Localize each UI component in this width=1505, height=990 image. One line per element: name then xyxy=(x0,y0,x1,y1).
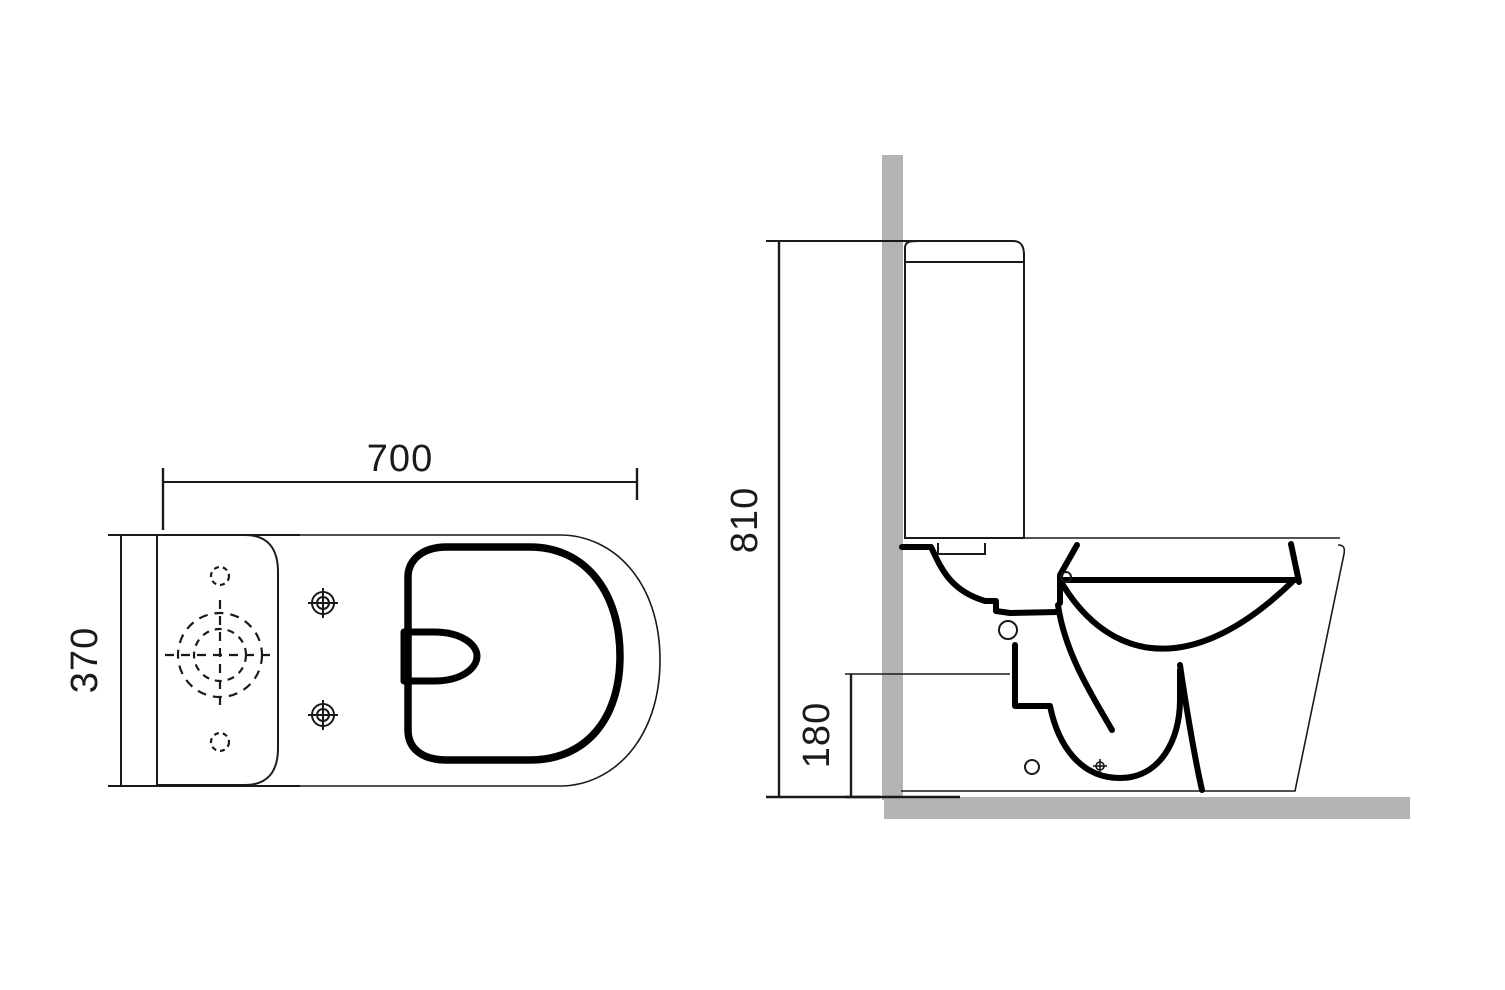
plan-dim-700: 700 xyxy=(161,438,639,530)
trap-profile xyxy=(1012,602,1205,793)
bolt-hole-mark-lower xyxy=(1024,759,1040,775)
center-mark-outlet xyxy=(1093,759,1107,773)
floor-hatch-band xyxy=(884,797,1410,819)
pedestal-outline xyxy=(901,544,1346,792)
top-plan-view: 700 370 xyxy=(64,438,661,787)
pan-outer-outline xyxy=(151,534,661,787)
seat-inner-opening xyxy=(400,628,481,685)
fixing-hole-lower xyxy=(209,731,231,753)
side-elevation-view: 810 180 xyxy=(724,240,1346,799)
elev-dim-810-label: 810 xyxy=(724,487,766,553)
pan-outline xyxy=(899,542,1080,616)
bolt-hole-mark-upper xyxy=(1060,571,1072,583)
bolt-hole-lower xyxy=(308,700,338,730)
elev-dim-180-label: 180 xyxy=(796,702,838,768)
cistern-body xyxy=(904,240,1025,539)
seat-and-lid-profile xyxy=(1057,541,1302,652)
fixing-hole-upper xyxy=(209,565,231,587)
plan-dim-700-label: 700 xyxy=(367,438,433,480)
bolt-hole-upper xyxy=(308,588,338,618)
plan-dim-370: 370 xyxy=(64,534,300,787)
cistern-footprint-pad xyxy=(156,534,279,786)
plan-dim-370-label: 370 xyxy=(64,627,106,693)
inlet-center-mark xyxy=(165,600,275,710)
elev-dim-180: 180 xyxy=(796,673,1010,799)
flush-valve-notch xyxy=(937,543,986,555)
seat-outline xyxy=(404,543,624,764)
bolt-hole-mark-mid xyxy=(998,620,1018,640)
wall-hatch-band xyxy=(882,155,903,800)
elev-dim-810: 810 xyxy=(724,240,960,799)
